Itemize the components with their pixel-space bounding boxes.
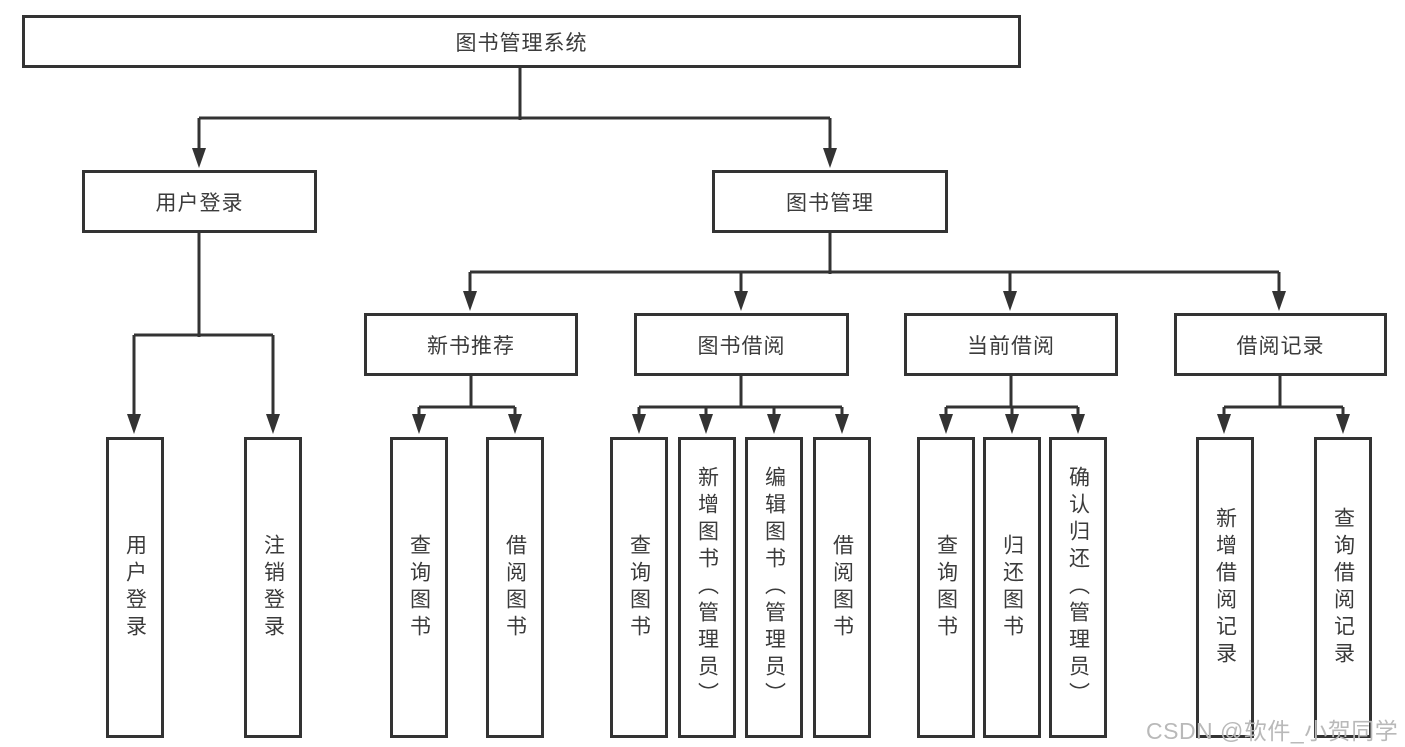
node-new-books-label: 新书推荐	[427, 334, 515, 358]
leaf-logout: 注销登录	[244, 437, 302, 738]
leaf-borrow-add: 新增图书（管理员）	[678, 437, 736, 738]
leaf-current-confirm: 确认归还（管理员）	[1049, 437, 1107, 738]
node-user-login: 用户登录	[82, 170, 317, 233]
node-user-login-label: 用户登录	[155, 191, 244, 215]
leaf-newbooks-query-label: 查询图书	[407, 533, 431, 642]
node-borrow-records: 借阅记录	[1174, 313, 1387, 376]
node-root: 图书管理系统	[22, 15, 1021, 68]
leaf-current-query: 查询图书	[917, 437, 975, 738]
leaf-borrow-edit: 编辑图书（管理员）	[745, 437, 803, 738]
node-root-label: 图书管理系统	[455, 31, 588, 55]
leaf-records-query: 查询借阅记录	[1314, 437, 1372, 738]
leaf-records-query-label: 查询借阅记录	[1331, 506, 1355, 669]
leaf-current-query-label: 查询图书	[934, 533, 958, 642]
node-book-borrow: 图书借阅	[634, 313, 849, 376]
leaf-borrow-query: 查询图书	[610, 437, 668, 738]
leaf-borrow-borrow-label: 借阅图书	[830, 533, 854, 642]
leaf-newbooks-borrow: 借阅图书	[486, 437, 544, 738]
leaf-current-return-label: 归还图书	[1000, 533, 1024, 642]
leaf-newbooks-borrow-label: 借阅图书	[503, 533, 527, 642]
node-current-borrow-label: 当前借阅	[967, 334, 1055, 358]
leaf-current-return: 归还图书	[983, 437, 1041, 738]
leaf-records-add-label: 新增借阅记录	[1213, 506, 1237, 669]
node-borrow-records-label: 借阅记录	[1236, 334, 1325, 358]
node-book-borrow-label: 图书借阅	[697, 334, 786, 358]
node-new-books: 新书推荐	[364, 313, 578, 376]
leaf-newbooks-query: 查询图书	[390, 437, 448, 738]
leaf-records-add: 新增借阅记录	[1196, 437, 1254, 738]
node-book-mgmt-label: 图书管理	[786, 191, 874, 215]
leaf-user-login: 用户登录	[106, 437, 164, 738]
leaf-borrow-borrow: 借阅图书	[813, 437, 871, 738]
leaf-logout-label: 注销登录	[261, 533, 285, 642]
csdn-watermark: CSDN @软件_小贺同学	[1146, 718, 1399, 744]
leaf-borrow-edit-label: 编辑图书（管理员）	[762, 466, 786, 709]
leaf-current-confirm-label: 确认归还（管理员）	[1066, 466, 1090, 709]
leaf-borrow-add-label: 新增图书（管理员）	[695, 466, 719, 709]
node-book-mgmt: 图书管理	[712, 170, 948, 233]
leaf-borrow-query-label: 查询图书	[627, 533, 651, 642]
node-current-borrow: 当前借阅	[904, 313, 1118, 376]
leaf-user-login-label: 用户登录	[123, 533, 147, 642]
